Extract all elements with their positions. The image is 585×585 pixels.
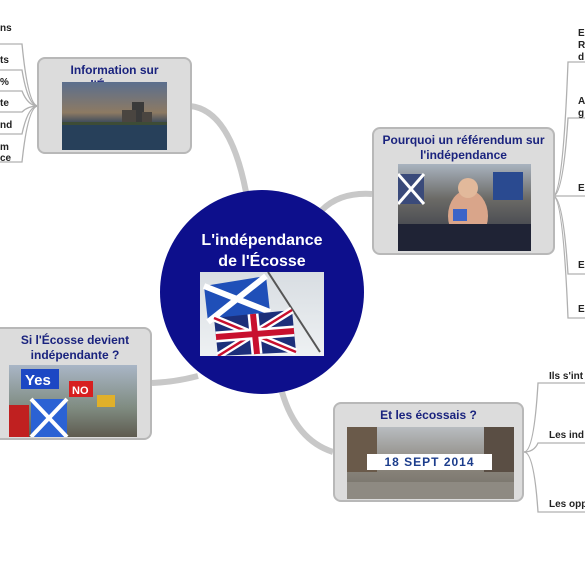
leaf-label[interactable]: d: [578, 52, 585, 63]
flags-photo: [200, 272, 324, 356]
leaf-label[interactable]: E: [578, 304, 585, 315]
leaf-label[interactable]: Les opp: [549, 499, 585, 510]
central-title-line: de l'Écosse: [218, 253, 306, 270]
leaf-label[interactable]: E: [578, 28, 585, 39]
node-ecossais[interactable]: Et les écossais ? 18 SEPT 2014: [333, 402, 524, 502]
leaf-label[interactable]: m: [0, 142, 9, 153]
leaf-label[interactable]: te: [0, 98, 9, 109]
node-title-line: Si l'Écosse devient: [20, 333, 130, 347]
date-signs-text: 18 SEPT 2014: [384, 455, 475, 469]
castle-icon: [62, 102, 167, 150]
leaf-label[interactable]: nd: [0, 120, 13, 131]
leaf-label[interactable]: ts: [0, 55, 9, 66]
leaf-label[interactable]: ns: [0, 23, 12, 34]
crowd-photo: [398, 164, 531, 251]
node-title: Pourquoi un référendum sur l'indépendanc…: [374, 129, 553, 163]
flags-icon: [202, 272, 321, 356]
leaf-label[interactable]: g: [578, 108, 585, 119]
yes-no-rally-photo: Yes NO: [9, 365, 137, 437]
leaf-label[interactable]: R: [578, 40, 585, 51]
castle-photo: [62, 82, 167, 150]
leaf-label[interactable]: E: [578, 260, 585, 271]
crowd-icon: [398, 172, 531, 251]
svg-text:Yes: Yes: [25, 372, 51, 389]
leaf-label[interactable]: A: [578, 96, 585, 107]
leaf-label[interactable]: E: [578, 183, 585, 194]
svg-text:NO: NO: [72, 385, 89, 397]
node-title-line: l'indépendance: [420, 148, 507, 162]
date-signs-photo: 18 SEPT 2014: [347, 427, 514, 499]
node-title-line: Pourquoi un référendum sur: [382, 133, 545, 147]
node-title: Et les écossais ?: [380, 408, 477, 422]
node-title: Si l'Écosse devient indépendante ?: [0, 329, 150, 363]
node-pourquoi[interactable]: Pourquoi un référendum sur l'indépendanc…: [372, 127, 555, 255]
street-icon: [347, 427, 514, 499]
leaf-label[interactable]: %: [0, 77, 9, 88]
rally-icon: Yes NO: [9, 369, 115, 437]
node-si-independante[interactable]: Si l'Écosse devient indépendante ? Yes N…: [0, 327, 152, 440]
central-topic[interactable]: L'indépendance de l'Écosse: [160, 190, 364, 394]
node-information[interactable]: Information sur l'Écosse: [37, 57, 192, 154]
central-title-line: L'indépendance: [201, 232, 323, 249]
leaf-label[interactable]: Les ind: [549, 430, 585, 441]
node-title-line: indépendante ?: [30, 348, 120, 362]
leaf-label[interactable]: ce: [0, 153, 12, 164]
central-title: L'indépendance de l'Écosse: [160, 230, 364, 272]
leaf-label[interactable]: Ils s'int: [549, 371, 584, 382]
